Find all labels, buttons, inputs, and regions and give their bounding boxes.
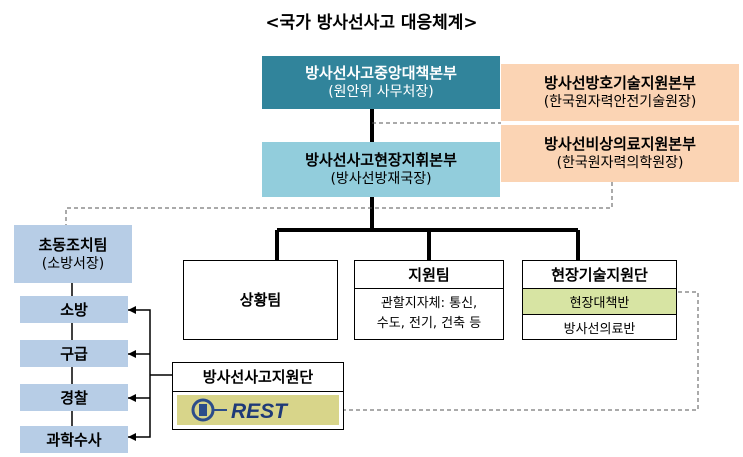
- accident-support-group-name: 방사선사고지원단: [173, 363, 343, 392]
- initial-response-team: 초동조치팀 (소방서장): [14, 225, 132, 283]
- rest-logo-text: REST: [231, 400, 289, 423]
- accident-support-group: 방사선사고지원단 REST: [172, 362, 344, 430]
- field-headquarters-sub: (방사선방재국장): [330, 171, 432, 187]
- field-countermeasure-unit: 현장대책반: [523, 289, 676, 315]
- rest-logo-icon: REST: [191, 398, 289, 423]
- field-tech-support-group: 현장기술지원단 현장대책반 방사선의료반: [522, 260, 677, 340]
- radiation-protection-support-name: 방사선방호기술지원본부: [544, 74, 696, 92]
- agency-fire: 소방: [20, 296, 128, 323]
- support-team-name: 지원팀: [355, 261, 503, 289]
- support-team-desc-line2: 수도, 전기, 건축 등: [376, 316, 482, 331]
- agency-ambulance: 구급: [20, 340, 128, 367]
- emergency-medical-support-sub: (한국원자력의학원장): [556, 155, 684, 171]
- field-headquarters-name: 방사선사고현장지휘본부: [305, 151, 457, 169]
- initial-response-team-sub: (소방서장): [41, 255, 105, 272]
- central-headquarters-name: 방사선사고중앙대책본부: [305, 64, 457, 82]
- central-headquarters: 방사선사고중앙대책본부 (원안위 사무처장): [262, 56, 500, 109]
- agency-police: 경찰: [20, 384, 128, 411]
- agency-forensics: 과학수사: [20, 426, 128, 453]
- field-headquarters: 방사선사고현장지휘본부 (방사선방재국장): [262, 142, 500, 197]
- support-team-description: 관할지자체: 통신, 수도, 전기, 건축 등: [355, 289, 503, 334]
- central-headquarters-sub: (원안위 사무처장): [328, 84, 434, 100]
- rest-logo: REST: [177, 395, 339, 425]
- support-team: 지원팀 관할지자체: 통신, 수도, 전기, 건축 등: [354, 260, 504, 340]
- radiation-protection-support-hq: 방사선방호기술지원본부 (한국원자력안전기술원장): [501, 64, 739, 121]
- situation-team-name: 상황팀: [239, 291, 282, 309]
- radiation-protection-support-sub: (한국원자력안전기술원장): [543, 94, 697, 110]
- radiation-medical-unit: 방사선의료반: [563, 322, 636, 337]
- situation-team: 상황팀: [183, 260, 338, 340]
- emergency-medical-support-name: 방사선비상의료지원본부: [544, 135, 696, 153]
- field-tech-support-name: 현장기술지원단: [523, 261, 676, 289]
- emergency-medical-support-hq: 방사선비상의료지원본부 (한국원자력의학원장): [501, 125, 739, 182]
- initial-response-team-name: 초동조치팀: [38, 235, 108, 254]
- support-team-desc-line1: 관할지자체: 통신,: [380, 296, 478, 311]
- diagram-title: <국가 방사선사고 대응체계>: [265, 13, 478, 33]
